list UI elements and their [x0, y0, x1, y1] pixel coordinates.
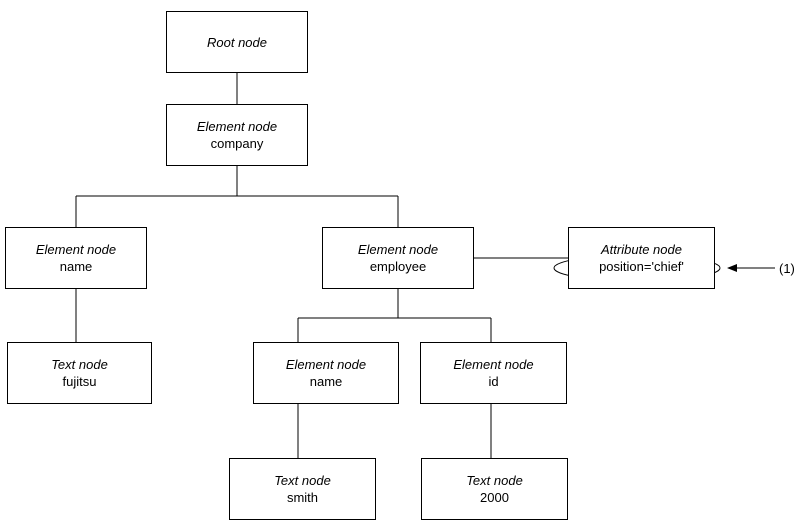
name-left-node: Element node name	[5, 227, 147, 289]
node-value: position='chief'	[599, 259, 684, 274]
node-kind: Element node	[357, 242, 439, 257]
node-kind: Text node	[274, 473, 331, 488]
employee-node: Element node employee	[322, 227, 474, 289]
root-node: Root node	[166, 11, 308, 73]
company-node: Element node company	[166, 104, 308, 166]
node-value: name	[59, 259, 93, 274]
node-value: smith	[286, 490, 319, 505]
text-2000-node: Text node 2000	[421, 458, 568, 520]
node-value: 2000	[480, 490, 509, 505]
text-smith-node: Text node smith	[229, 458, 376, 520]
name-employee-node: Element node name	[253, 342, 399, 404]
node-kind: Attribute node	[601, 242, 682, 257]
node-kind: Text node	[51, 357, 108, 372]
node-kind: Root node	[207, 34, 267, 50]
id-employee-node: Element node id	[420, 342, 567, 404]
text-fujitsu-node: Text node fujitsu	[7, 342, 152, 404]
node-value: name	[309, 374, 343, 389]
node-kind: Element node	[196, 119, 278, 134]
node-value: company	[210, 136, 264, 151]
node-value: employee	[369, 259, 427, 274]
attribute-node: Attribute node position='chief'	[568, 227, 715, 289]
node-kind: Element node	[35, 242, 117, 257]
node-value: id	[488, 374, 499, 389]
node-kind: Text node	[466, 473, 523, 488]
node-kind: Element node	[453, 357, 534, 372]
node-value: fujitsu	[62, 374, 97, 389]
callout-label: (1)	[779, 261, 795, 276]
node-kind: Element node	[285, 357, 367, 372]
